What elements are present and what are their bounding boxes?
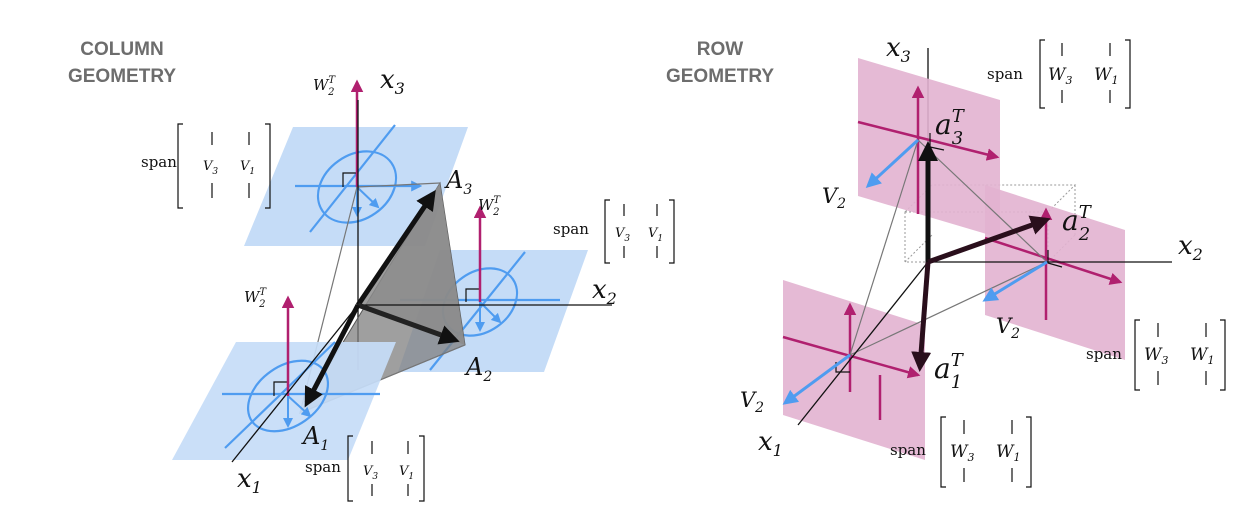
- bracket-right: [1026, 416, 1032, 488]
- w1-entry: W1: [1190, 345, 1214, 367]
- span-matrix-top: span W3 W1: [987, 39, 1131, 109]
- right-angle-right: [465, 288, 480, 302]
- row-title-line2: GEOMETRY: [666, 66, 774, 87]
- bracket-right: [265, 123, 271, 209]
- bracket-left: [1134, 319, 1140, 391]
- span-matrix-right: span V3 V1: [553, 199, 675, 264]
- plane-bottom: [172, 295, 396, 460]
- right-angle-a2: [1047, 250, 1063, 268]
- v2-arrow-bottom: [782, 353, 851, 405]
- bracket-left: [940, 416, 946, 488]
- vector-a1t: [911, 261, 932, 372]
- w3-entry: W3: [1144, 345, 1168, 367]
- proj-line-1: [849, 139, 919, 356]
- v2-label-bottom: V2: [740, 388, 764, 416]
- w1-entry: W1: [996, 442, 1020, 464]
- w3-entry: W3: [950, 442, 974, 464]
- plane-a1: [782, 280, 925, 460]
- span-matrix-right: span W3 W1: [1086, 319, 1226, 391]
- a1-label: A1: [301, 422, 329, 454]
- vector-a3: [355, 189, 436, 307]
- bracket-left: [604, 199, 610, 264]
- x1-axis: [797, 261, 929, 426]
- right-angle-bottom: [273, 381, 288, 396]
- x1-label: x1: [237, 464, 262, 497]
- v1-arrow-bottom: [287, 395, 312, 418]
- plane-a1-fill: [783, 280, 925, 460]
- row-geometry-title: ROW GEOMETRY: [666, 39, 774, 87]
- w3-entry: W3: [1048, 65, 1072, 87]
- bracket-left: [347, 435, 353, 502]
- span-word: span: [987, 65, 1023, 83]
- bracket-left: [177, 123, 183, 209]
- plane-a2-row-arrow: [984, 236, 1123, 285]
- x2-label: x2: [592, 275, 617, 308]
- x3-label: x3: [380, 65, 405, 98]
- vector-a1: [304, 303, 361, 408]
- span-word: span: [1086, 345, 1122, 363]
- span-matrix-bottom: span W3 W1: [890, 416, 1032, 488]
- w1-entry: W1: [1094, 65, 1118, 87]
- x1-label: x1: [758, 427, 783, 460]
- v1-entry: V1: [399, 464, 414, 482]
- x2-label: x2: [1178, 231, 1203, 264]
- span-matrix-top: span V3 V1: [141, 123, 271, 209]
- v1-arrow-top: [356, 186, 380, 209]
- v3-entry: V3: [615, 226, 630, 244]
- x3-label: x3: [886, 33, 911, 66]
- v2-label-right: V2: [996, 314, 1020, 342]
- plane-a3-row-arrow: [857, 120, 1000, 161]
- span-word: span: [305, 458, 341, 476]
- bracket-right: [669, 199, 675, 264]
- column-title-line2: GEOMETRY: [68, 66, 176, 87]
- v3-entry: V3: [363, 464, 378, 482]
- proj-line-2: [917, 139, 1048, 263]
- span-word: span: [890, 441, 926, 459]
- right-angle-top: [342, 172, 357, 187]
- plane-top: [244, 79, 468, 246]
- bracket-right: [1125, 39, 1131, 109]
- span-word: span: [141, 153, 177, 171]
- v2-arrow-top: [865, 138, 920, 189]
- plane-bottom-fill: [172, 342, 396, 460]
- v1-entry: V1: [240, 159, 255, 177]
- v2-label-top: V2: [822, 184, 846, 212]
- v3-entry: V3: [203, 159, 218, 177]
- bracket-left: [1039, 39, 1045, 109]
- row-title-line1: ROW: [697, 39, 744, 60]
- plane-top-circle: [316, 150, 398, 224]
- bracket-right: [1220, 319, 1226, 391]
- column-title-line1: COLUMN: [80, 39, 163, 60]
- span-word: span: [553, 220, 589, 238]
- v1-entry: V1: [648, 226, 663, 244]
- a3-label: A3: [444, 166, 472, 198]
- vector-a2: [357, 302, 460, 345]
- span-matrix-bottom: span V3 V1: [305, 435, 425, 502]
- proj-line-2: [356, 182, 441, 188]
- column-geometry-title: COLUMN GEOMETRY: [68, 39, 176, 87]
- x1-axis: [231, 304, 359, 463]
- bracket-right: [419, 435, 425, 502]
- a2-label: A2: [464, 353, 492, 385]
- proj-line-3: [849, 261, 1048, 356]
- v2-arrow-right: [982, 260, 1048, 302]
- vector-a2t: [927, 215, 1051, 265]
